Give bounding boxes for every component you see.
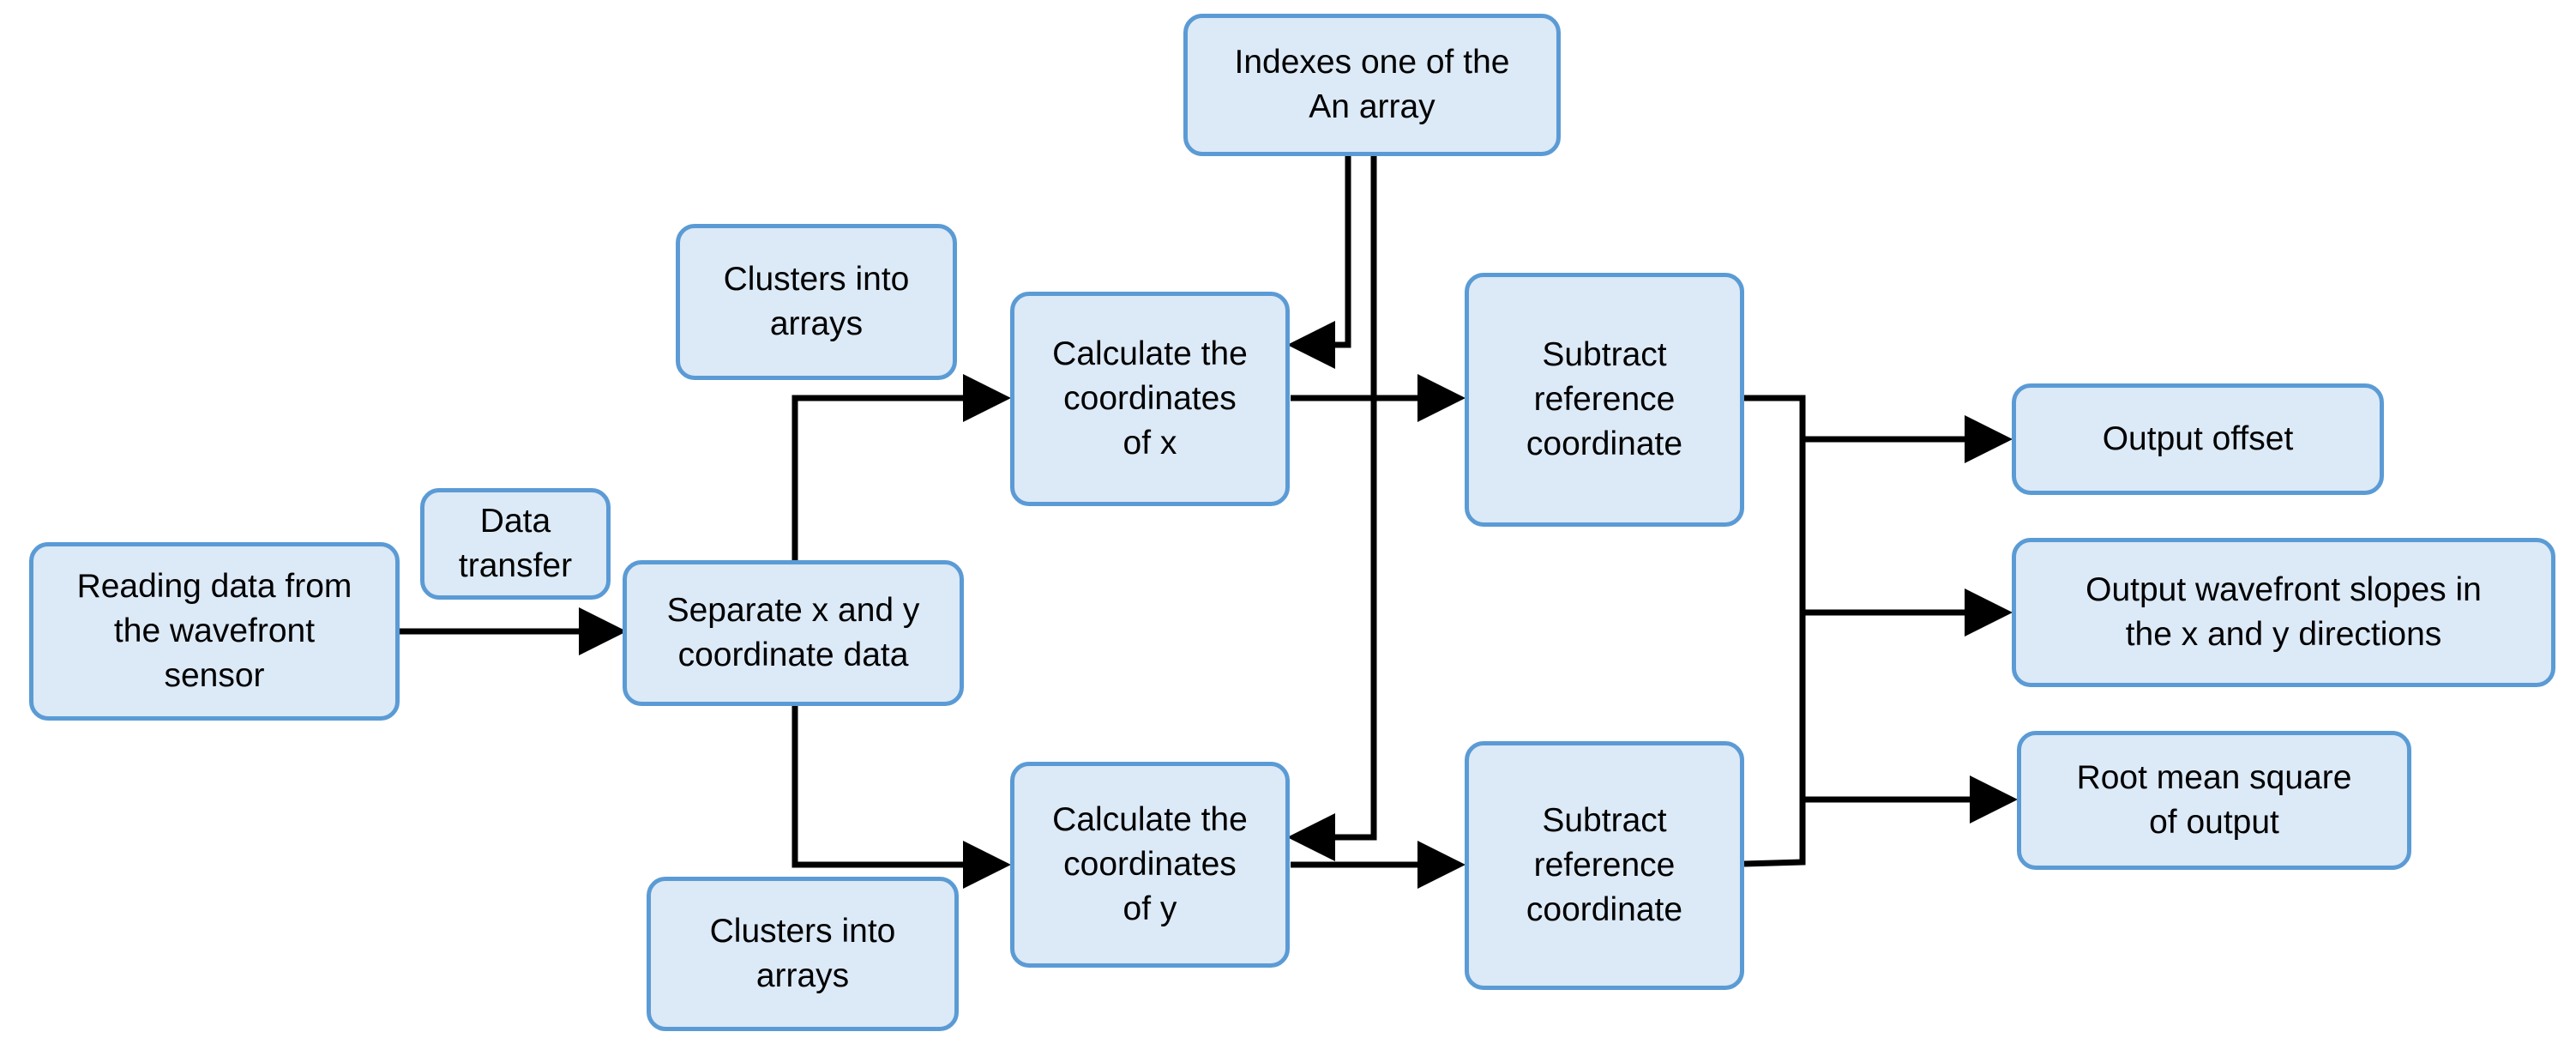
node-root-mean-square: Root mean square of output — [2017, 731, 2411, 870]
node-output-offset-label: Output offset — [2102, 420, 2294, 457]
arrow-separate-to-calc-y — [791, 706, 1011, 889]
node-output-wavefront-slopes: Output wavefront slopes in the x and y d… — [2012, 538, 2555, 687]
node-reading-data-label: Reading data from the wavefront sensor — [76, 568, 352, 694]
node-subtract-reference-bottom: Subtract reference coordinate — [1465, 741, 1744, 990]
node-clusters-bottom-label: Clusters into arrays — [709, 913, 896, 994]
node-separate-coordinates: Separate x and y coordinate data — [623, 560, 964, 706]
node-output-wavefront-slopes-label: Output wavefront slopes in the x and y d… — [2085, 571, 2482, 653]
node-indexes-array: Indexes one of the An array — [1183, 14, 1561, 156]
node-calculate-y: Calculate the coordinates of y — [1010, 762, 1290, 968]
node-calculate-y-label: Calculate the coordinates of y — [1052, 801, 1248, 927]
node-clusters-top-label: Clusters into arrays — [723, 261, 910, 342]
node-data-transfer-label: Data transfer — [458, 503, 573, 584]
node-subtract-reference-top-label: Subtract reference coordinate — [1526, 336, 1683, 462]
node-reading-data: Reading data from the wavefront sensor — [29, 542, 400, 721]
node-output-offset: Output offset — [2012, 383, 2384, 495]
node-clusters-top: Clusters into arrays — [676, 224, 957, 380]
node-separate-coordinates-label: Separate x and y coordinate data — [666, 592, 920, 673]
node-root-mean-square-label: Root mean square of output — [2076, 759, 2352, 841]
node-calculate-x-label: Calculate the coordinates of x — [1052, 335, 1248, 462]
node-subtract-reference-bottom-label: Subtract reference coordinate — [1526, 802, 1683, 928]
node-data-transfer: Data transfer — [420, 488, 611, 600]
arrow-indexes-to-calc-x — [1287, 156, 1351, 369]
node-subtract-reference-top: Subtract reference coordinate — [1465, 273, 1744, 527]
node-clusters-bottom: Clusters into arrays — [647, 877, 959, 1031]
arrow-indexes-to-calc-y — [1287, 156, 1377, 861]
connector-subtract-top-to-bus — [1743, 395, 1806, 867]
arrow-separate-to-calc-x — [791, 374, 1011, 560]
node-indexes-array-label: Indexes one of the An array — [1234, 44, 1510, 125]
node-calculate-x: Calculate the coordinates of x — [1010, 292, 1290, 506]
